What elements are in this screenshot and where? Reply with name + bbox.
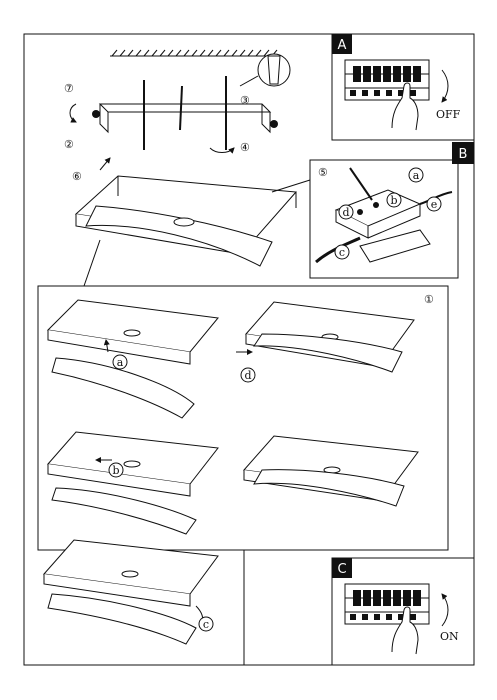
panel-a-letter: A: [338, 38, 347, 53]
breaker-strip-a: [344, 59, 430, 101]
panel-b-letter: B: [459, 147, 468, 162]
switch-off-arrow: [441, 69, 449, 103]
mount-step-3: ③: [240, 94, 250, 107]
assembly-frame: [37, 285, 449, 551]
wiring-label-c: c: [339, 246, 345, 259]
panel-a: A OFF: [331, 33, 475, 141]
wiring-label-e: e: [431, 198, 438, 211]
panel-c: C ON: [243, 549, 475, 666]
mount-step-4: ④: [240, 141, 250, 154]
assembly-lamp-3: b: [47, 431, 219, 535]
panel-c-letter-box: [332, 558, 352, 578]
panel-a-letter-box: [332, 34, 352, 54]
switch-on-arrow: [441, 593, 449, 627]
mount-step-7: ⑦: [64, 82, 74, 95]
assembly-lamp-5: c: [43, 539, 219, 645]
off-label: OFF: [436, 108, 461, 121]
ceiling-hatch: [110, 49, 282, 57]
wiring-step-number: ⑤: [318, 166, 328, 179]
mount-step-6: ⑥: [72, 170, 82, 183]
assembly-step-number: ①: [424, 293, 434, 306]
assembly-label-c: c: [203, 618, 209, 631]
assembly-lamp-2: d: [236, 301, 415, 383]
wiring-label-d: d: [342, 206, 349, 219]
ceiling-lamp-main: [74, 175, 311, 267]
assembly-label-a: a: [117, 356, 124, 369]
hand-icon-c: [391, 606, 419, 655]
on-label: ON: [440, 630, 459, 643]
wiring-label-b: b: [390, 194, 397, 207]
panel-b: B ⑤ a b c d e: [309, 142, 474, 279]
assembly-label-d: d: [244, 369, 251, 382]
assembly-label-b: b: [112, 464, 119, 477]
mount-step-2: ②: [64, 138, 74, 151]
panel-b-letter-box: [452, 142, 474, 164]
assembly-lamp-1: a: [46, 299, 219, 419]
breaker-strip-c: [344, 583, 430, 625]
mounting-area: ⑦ ② ③ ④ ⑥: [64, 49, 291, 183]
assembly-lamp-4: [243, 435, 419, 507]
outer-frame: [23, 33, 475, 666]
mounting-bracket: [98, 103, 272, 134]
hand-icon: [391, 82, 419, 131]
panel-c-letter: C: [337, 562, 346, 577]
screwdriver-icon: [349, 167, 373, 201]
wiring-label-a: a: [413, 169, 420, 182]
